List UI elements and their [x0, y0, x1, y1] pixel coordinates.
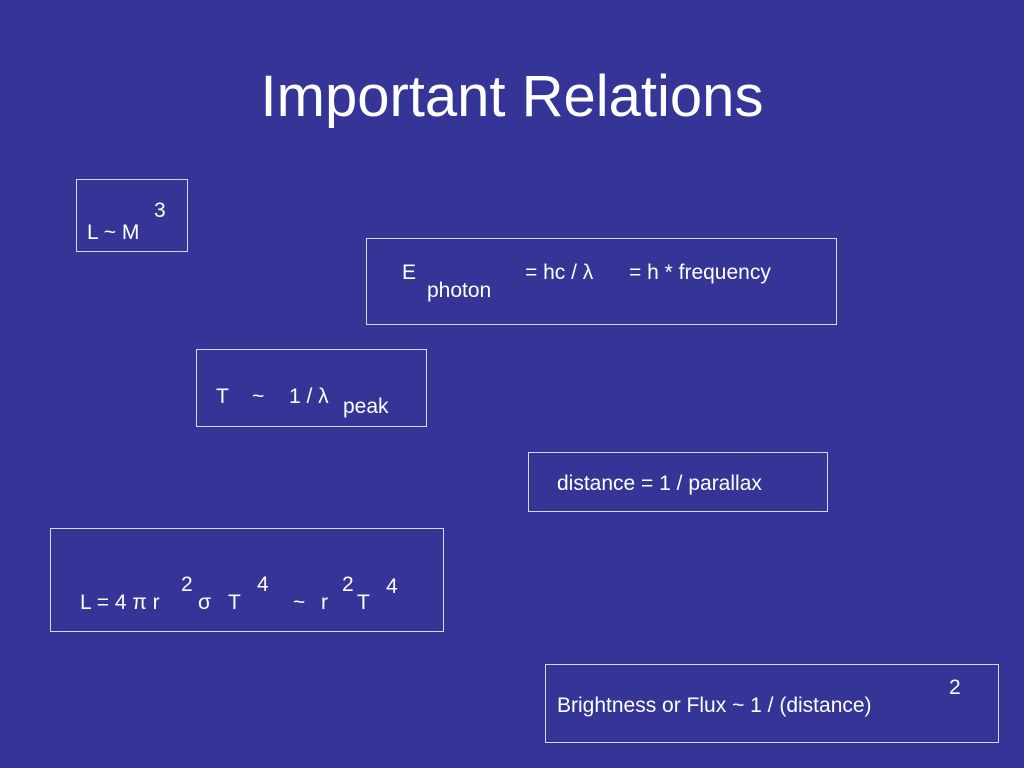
inverse-square-text: Brightness or Flux ~ 1 / (distance)	[557, 694, 872, 717]
photon-energy-part2: = h * frequency	[629, 261, 771, 284]
stefan-boltzmann-exp-T2: 4	[386, 575, 398, 598]
stefan-boltzmann-exp-T: 4	[257, 573, 269, 596]
wien-law-box	[196, 349, 427, 427]
stefan-boltzmann-box	[50, 528, 444, 632]
stefan-boltzmann-part1: L = 4 π r	[80, 591, 160, 614]
inverse-square-box	[545, 664, 999, 743]
stefan-boltzmann-r: r	[321, 591, 328, 614]
photon-energy-part1: = hc / λ	[525, 261, 594, 284]
stefan-boltzmann-exp-r2: 2	[342, 573, 354, 596]
slide-title: Important Relations	[260, 64, 764, 129]
wien-law-right: 1 / λ	[289, 385, 329, 408]
parallax-box	[528, 452, 828, 512]
inverse-square-exponent: 2	[949, 676, 961, 699]
mass-luminosity-exponent: 3	[154, 199, 166, 222]
photon-energy-box	[366, 238, 837, 325]
wien-law-left: T	[216, 385, 229, 408]
stefan-boltzmann-T: T	[228, 591, 241, 614]
stefan-boltzmann-T2: T	[357, 591, 370, 614]
wien-law-subscript: peak	[343, 395, 389, 418]
wien-law-tilde: ~	[252, 385, 265, 408]
mass-luminosity-base: L ~ M	[87, 221, 140, 244]
stefan-boltzmann-tilde: ~	[293, 591, 306, 614]
mass-luminosity-box	[76, 179, 188, 252]
stefan-boltzmann-exp-r: 2	[181, 573, 193, 596]
photon-energy-symbol: E	[402, 261, 417, 284]
parallax-text: distance = 1 / parallax	[557, 472, 762, 495]
photon-energy-subscript: photon	[427, 279, 492, 302]
stefan-boltzmann-sigma: σ	[198, 591, 211, 614]
